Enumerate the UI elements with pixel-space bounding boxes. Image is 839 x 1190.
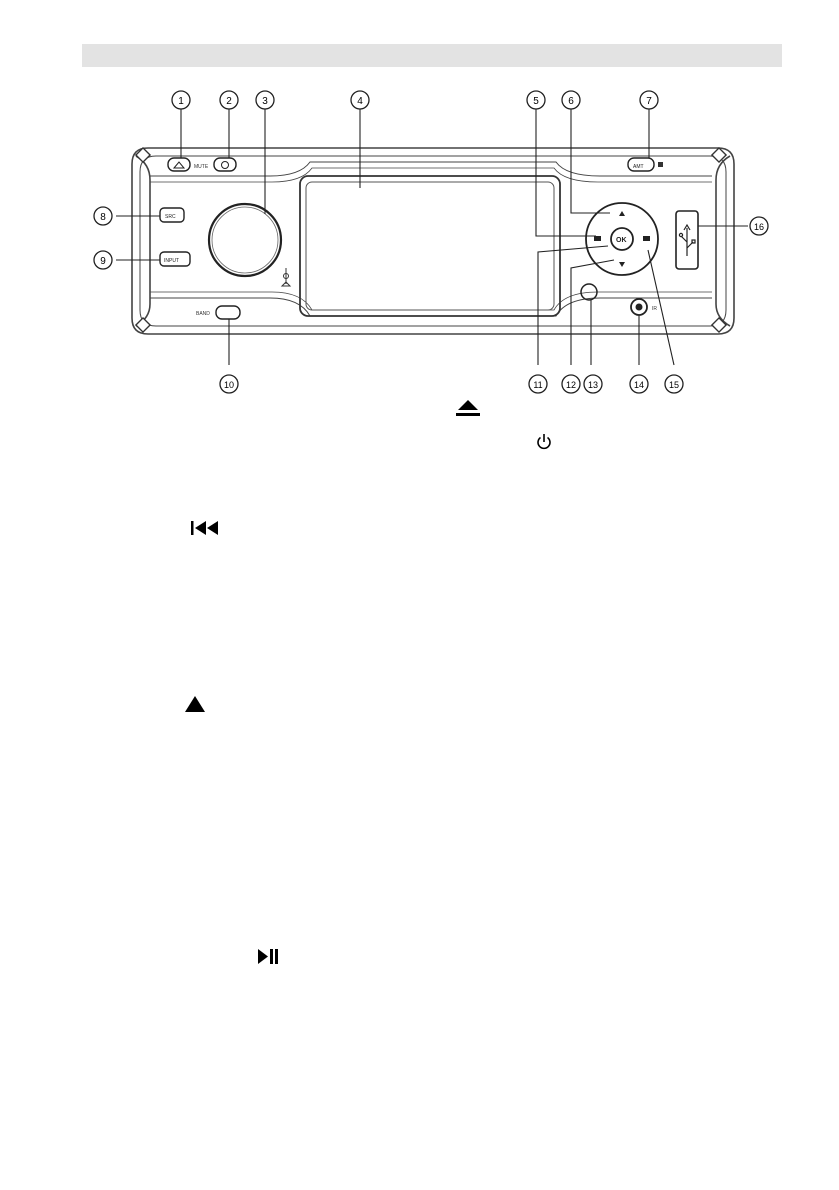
ok-button[interactable] [610,227,634,251]
power-icon [537,434,551,450]
chassis-inner [139,155,727,327]
left-cap [135,155,151,327]
head-unit-diagram: MUTE SRC INPUT BAND AMT OK IR [93,90,769,394]
callout-1: 1 [178,96,184,107]
face-curve-bottom2 [150,291,712,311]
callout-5: 5 [533,96,539,107]
ir-label: IR [652,306,657,312]
band-button[interactable] [215,305,241,320]
ir-sensor [580,283,598,301]
play-pause-icon [258,949,278,964]
ok-label: OK [616,237,627,244]
callout-15: 15 [669,380,679,390]
nav-ring[interactable] [585,202,659,276]
amt-label: AMT [633,164,644,170]
callout-6: 6 [568,96,574,107]
display-screen [299,175,561,317]
usb-slot[interactable] [675,210,699,270]
callout-10: 10 [224,380,234,390]
face-curve-top2 [150,167,712,183]
eject-icon [456,400,480,416]
usb-icon [678,223,696,256]
callout-9: 9 [100,256,106,267]
face-curve-bottom [150,297,712,317]
amt-button[interactable] [627,157,655,172]
mic-icon [280,268,292,287]
callout-7: 7 [646,96,652,107]
callout-11: 11 [533,380,542,390]
right-cap [715,155,731,327]
previous-track-icon [191,521,218,535]
src-button[interactable] [159,207,185,223]
up-arrow-icon [185,696,205,712]
callout-13: 13 [588,380,598,390]
callout-14: 14 [634,380,644,390]
callout-12: 12 [566,380,576,390]
eject-button[interactable] [167,157,191,172]
input-button[interactable] [159,251,191,267]
input-label: INPUT [164,258,179,264]
mute-label: MUTE [194,164,209,170]
chassis-outline [131,147,735,335]
band-label: BAND [196,311,210,317]
callout-2: 2 [226,96,232,107]
callout-8: 8 [100,212,106,223]
power-button[interactable] [213,157,237,172]
callout-4: 4 [357,96,363,107]
volume-knob [207,202,283,278]
header-bar [82,44,782,67]
src-label: SRC [165,214,176,220]
face-curve-top [150,161,712,177]
callout-16: 16 [754,222,764,232]
callout-3: 3 [262,96,268,107]
